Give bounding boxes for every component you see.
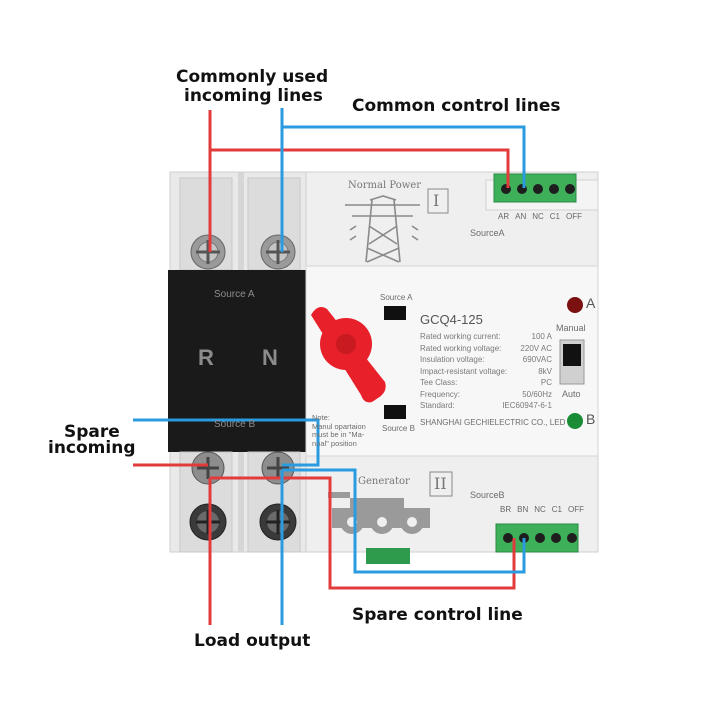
bottom-screw-r (189, 503, 227, 541)
transmission-tower-icon (345, 195, 420, 263)
black-letter-n: N (262, 345, 278, 370)
blue-spare-incoming-wire (133, 418, 320, 467)
window-source-a-label: Source A (380, 293, 413, 302)
spec-row: Standard:IEC60947-6-1 (420, 401, 552, 410)
note-text: Note: Manul opartaion must be in "Ma- nu… (312, 413, 366, 448)
terminal-label: NC (532, 212, 544, 221)
middle-screw-n (261, 451, 295, 485)
note-line: Manul opartaion (312, 421, 366, 431)
spare-incoming-label-line1: Spare (64, 422, 120, 442)
source-b-window (384, 405, 406, 419)
auto-label: Auto (562, 389, 581, 399)
generator-label: Generator (358, 476, 410, 487)
terminal-label: NC (534, 505, 546, 514)
load-output-label: Load output (194, 631, 311, 651)
top-terminal-labels: AR AN NC C1 OFF (498, 212, 582, 221)
bottom-green-tab (366, 548, 410, 564)
common-control-label: Common control lines (352, 96, 561, 116)
terminal-label: AN (515, 212, 527, 221)
spec-row: Rated working current:100 A (420, 332, 552, 341)
roman-2-label: II (434, 474, 447, 493)
terminal-label: OFF (565, 212, 582, 221)
black-source-b-label: Source B (214, 419, 256, 430)
spare-incoming-label-line2: incoming (48, 438, 136, 458)
roman-1-label: I (433, 191, 440, 210)
top-screw-r (190, 234, 226, 270)
black-source-a-label: Source A (214, 289, 255, 300)
spec-row: Insulation voltage:690VAC (420, 355, 552, 364)
terminal-label: BN (517, 505, 529, 514)
source-a-top-label: SourceA (470, 228, 505, 238)
window-source-b-label: Source B (382, 424, 415, 433)
indicator-a-led (567, 297, 583, 313)
blue-common-control-wire (282, 125, 526, 188)
spec-row: Impact-resistant voltage:8kV (420, 366, 552, 376)
indicator-b-label: B (586, 411, 596, 427)
roman-2-box (429, 471, 453, 497)
bottom-terminal-block (495, 523, 579, 553)
spec-table: Rated working current:100 A Rated workin… (420, 331, 552, 412)
blue-spare-control-wire (282, 468, 526, 574)
normal-power-label: Normal Power (348, 180, 421, 191)
commonly-used-label-line1: Commonly used (176, 67, 329, 87)
spec-row: Rated working voltage:220V AC (420, 343, 552, 353)
top-terminal-block (493, 173, 577, 203)
terminal-label: OFF (567, 505, 584, 514)
indicator-b-led (567, 413, 583, 429)
note-line: Note: (312, 413, 330, 422)
spare-control-label: Spare control line (352, 605, 523, 625)
indicator-a-label: A (586, 295, 596, 311)
rotary-handle[interactable] (311, 307, 386, 403)
model-label: GCQ4-125 (420, 312, 483, 327)
manufacturer-label: SHANGHAI GECHIELECTRIC CO., LED (420, 418, 566, 427)
terminal-label: C1 (551, 505, 562, 514)
source-b-bottom-label: SourceB (470, 490, 505, 500)
black-cover (168, 270, 308, 452)
note-line: must be in "Ma- (312, 430, 365, 439)
note-line: nual" position (312, 438, 357, 448)
terminal-label: BR (500, 505, 512, 514)
black-letter-r: R (198, 345, 214, 370)
terminal-label: C1 (549, 212, 560, 221)
spec-row: Tee Class:PC (420, 378, 552, 387)
commonly-used-label-line2: incoming lines (184, 86, 323, 106)
source-a-window (384, 306, 406, 320)
middle-screw-r (191, 451, 225, 485)
manual-label: Manual (556, 323, 586, 333)
bottom-screw-n (259, 503, 297, 541)
top-screw-n (260, 234, 296, 270)
manual-auto-switch-knob[interactable] (563, 344, 581, 366)
terminal-label: AR (498, 212, 510, 221)
spec-row: Frequency:50/60Hz (420, 389, 552, 399)
red-common-control-wire (210, 148, 510, 188)
roman-1-box (427, 188, 449, 214)
bottom-terminal-labels: BR BN NC C1 OFF (500, 505, 584, 514)
